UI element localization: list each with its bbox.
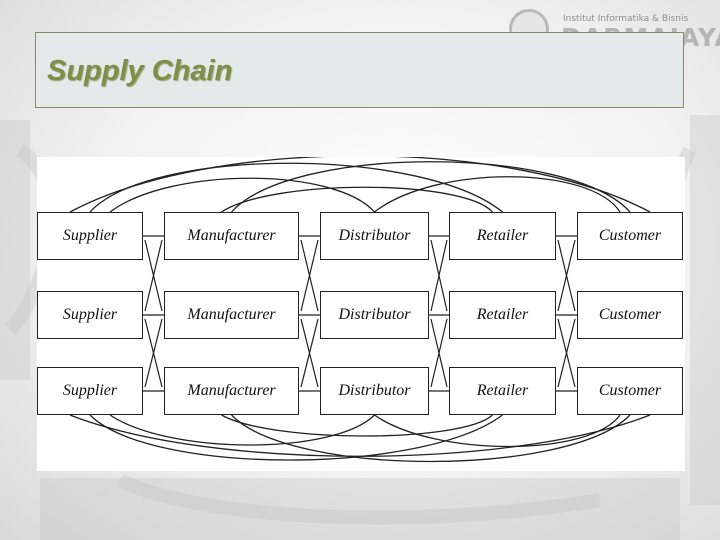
node-supplier: Supplier: [37, 291, 143, 339]
node-manufacturer: Manufacturer: [164, 291, 299, 339]
node-distributor: Distributor: [320, 367, 429, 415]
title-banner: Supply Chain: [35, 32, 684, 108]
arc-top: [90, 163, 503, 212]
node-retailer: Retailer: [449, 212, 556, 260]
arc-top: [110, 178, 375, 212]
node-distributor: Distributor: [320, 212, 429, 260]
node-manufacturer: Manufacturer: [164, 367, 299, 415]
arc-bottom: [222, 415, 493, 436]
node-supplier: Supplier: [37, 367, 143, 415]
node-customer: Customer: [577, 367, 683, 415]
node-manufacturer: Manufacturer: [164, 212, 299, 260]
node-customer: Customer: [577, 291, 683, 339]
node-supplier: Supplier: [37, 212, 143, 260]
node-retailer: Retailer: [449, 291, 556, 339]
node-distributor: Distributor: [320, 291, 429, 339]
node-retailer: Retailer: [449, 367, 556, 415]
slide-title: Supply Chain: [47, 55, 232, 88]
arc-bottom: [110, 415, 375, 445]
node-customer: Customer: [577, 212, 683, 260]
arc-top: [375, 177, 621, 212]
